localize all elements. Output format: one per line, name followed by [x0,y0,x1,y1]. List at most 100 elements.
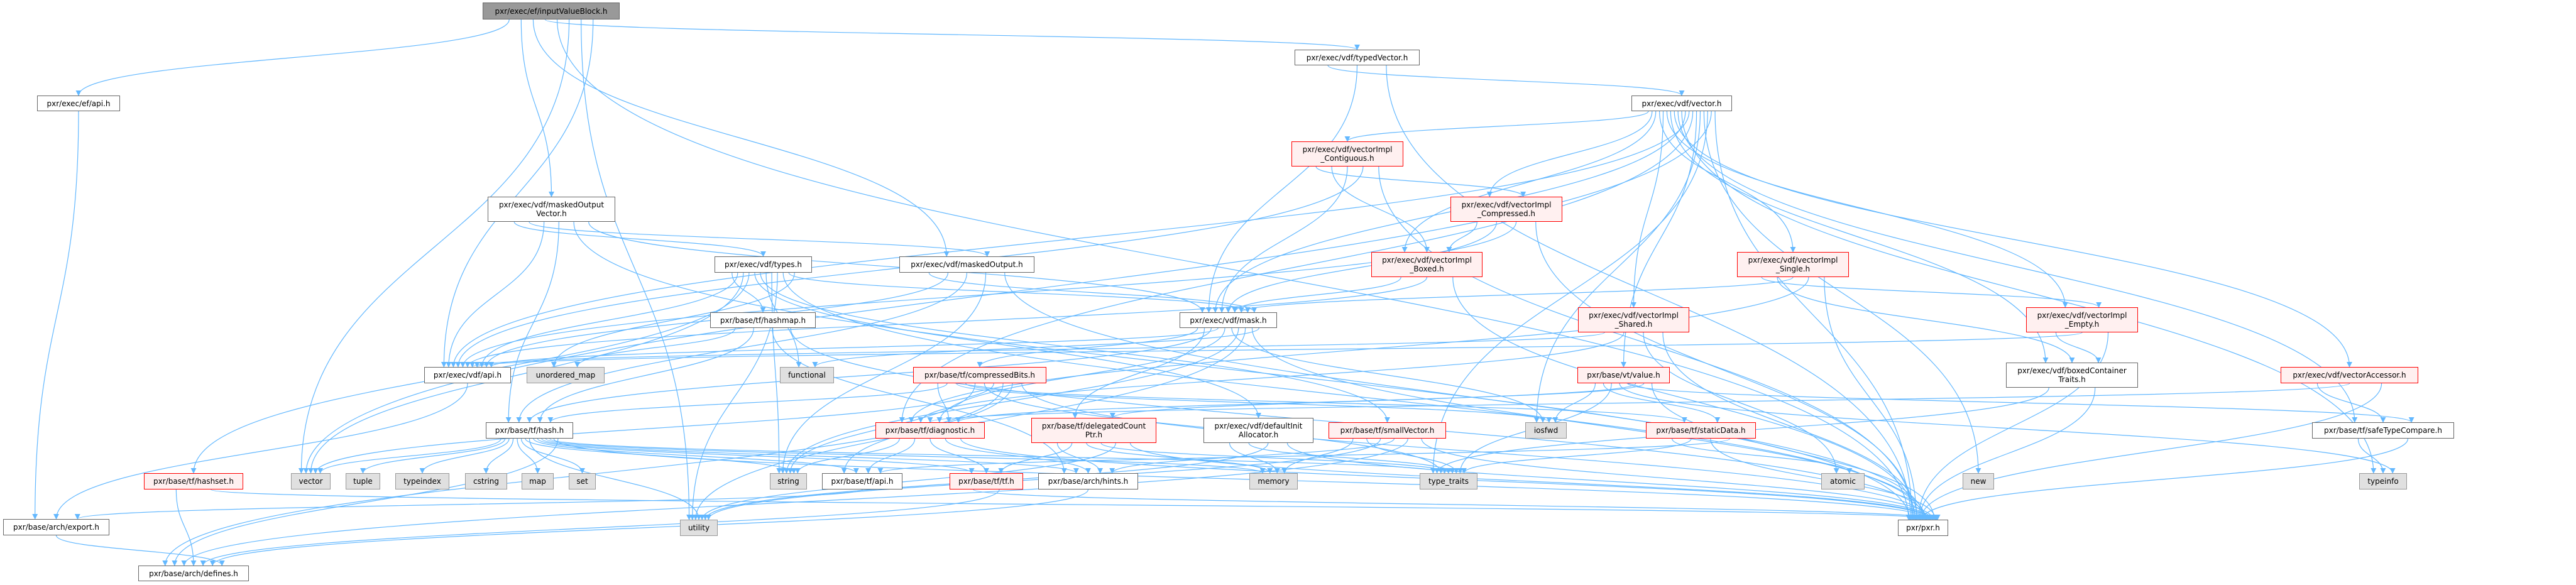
node-boxedcontainertraits-h[interactable]: pxr/exec/vdf/boxedContainer Traits.h [2006,363,2138,388]
node-diagnostic-h[interactable]: pxr/base/tf/diagnostic.h [875,422,985,439]
node-hash-h[interactable]: pxr/base/tf/hash.h [486,422,573,439]
edge-diag-to-tf [929,438,989,474]
edge-value-to-pxr [1651,383,1937,520]
node-defines-h[interactable]: pxr/base/arch/defines.h [138,566,249,581]
node-vectorimpl-empty-h[interactable]: pxr/exec/vdf/vectorImpl _Empty.h [2026,307,2138,332]
node-typeinfo[interactable]: typeinfo [2359,473,2407,489]
edge-mask-to-iosfwd [1231,327,1546,423]
edge-shared-to-atomic [1643,332,1839,474]
edge-mov-to-pxr [573,221,1913,520]
node-string[interactable]: string [770,473,807,489]
edge-dcp-to-hints [1056,442,1104,474]
node-vectorimpl-contiguous-h[interactable]: pxr/exec/vdf/vectorImpl _Contiguous.h [1291,141,1403,167]
edge-cbits-to-iosfwd [956,383,1552,423]
edge-boxed-to-pxr [1452,276,1919,520]
edge-vech-to-pxr [1714,111,1915,520]
edge-hash-to-tf [537,438,975,474]
node-vectorimpl-single-h[interactable]: pxr/exec/vdf/vectorImpl _Single.h [1737,252,1849,277]
node-map[interactable]: map [522,473,554,489]
node-maskedoutput-h[interactable]: pxr/exec/vdf/maskedOutput.h [899,256,1034,273]
edge-cbits-to-static [965,383,1687,423]
edge-mo-to-mask [928,272,1258,313]
node-tf-api-h[interactable]: pxr/base/tf/api.h [822,473,902,489]
edge-vech-to-safe [1677,111,2358,423]
edge-contig-to-boxed [1331,166,1430,253]
node-type-traits[interactable]: type_traits [1420,473,1477,489]
node-hashmap-h[interactable]: pxr/base/tf/hashmap.h [710,312,816,328]
node-typeindex[interactable]: typeindex [395,473,449,489]
node-typedvector-h[interactable]: pxr/exec/vdf/typedVector.h [1295,50,1420,65]
edge-root-to-mov [520,19,554,197]
edge-types-to-dia [754,272,1261,418]
edge-root-to-typedvec [544,19,1360,50]
node-iosfwd[interactable]: iosfwd [1525,422,1567,439]
edge-vdfapi-to-export [53,383,468,520]
edge-vech-to-empty [1666,111,2068,308]
edge-root-to-pxr [556,19,1912,520]
node-vdf-types-h[interactable]: pxr/exec/vdf/types.h [715,256,812,273]
edge-smallvec-to-typetraits [1366,438,1459,474]
edge-hash-to-utility [529,438,702,520]
edge-compr-to-mask [1225,221,1498,313]
edge-hashmap-to-umap [574,327,736,368]
edge-root-to-efapi [75,19,510,96]
node-mask-h[interactable]: pxr/exec/vdf/mask.h [1180,312,1277,328]
node-atomic[interactable]: atomic [1821,473,1865,489]
node-std-vector[interactable]: vector [291,473,331,489]
node-utility[interactable]: utility [680,520,718,536]
node-delegatedcountptr-h[interactable]: pxr/base/tf/delegatedCount Ptr.h [1031,418,1156,443]
edge-dia-to-typetraits [1248,442,1455,474]
node-tuple[interactable]: tuple [346,473,380,489]
edge-types-to-vdfapi [479,272,738,368]
node-defaultinitallocator-h[interactable]: pxr/exec/vdf/defaultInit Allocator.h [1203,418,1313,443]
edge-hashmap-to-hints [772,327,1067,474]
node-tf-h[interactable]: pxr/base/tf/tf.h [950,473,1023,489]
edge-vech-to-shared [1631,111,1664,308]
node-hints-h[interactable]: pxr/base/arch/hints.h [1038,473,1138,489]
node-ef-api-h[interactable]: pxr/exec/ef/api.h [37,96,120,111]
node-set[interactable]: set [569,473,596,489]
node-maskedoutputvector-h[interactable]: pxr/exec/vdf/maskedOutput Vector.h [488,197,615,222]
edge-value-to-typeinfo [1619,383,2396,474]
edge-vech-to-iosfwd [1533,111,1701,423]
edge-dcp-to-utility [699,442,1116,520]
edge-types-to-smallvec [760,272,1390,423]
edge-hash-to-defines [172,438,559,566]
edge-hash-to-typetraits [549,438,1447,474]
edge-compr-to-pxr [1535,221,1917,520]
node-functional[interactable]: functional [780,367,834,383]
node-hashset-h[interactable]: pxr/base/tf/hashset.h [144,473,243,489]
node-unordered-map[interactable]: unordered_map [527,367,605,383]
node-staticdata-h[interactable]: pxr/base/tf/staticData.h [1646,422,1756,439]
node-vt-value-h[interactable]: pxr/base/vt/value.h [1577,367,1670,383]
node-vectorimpl-compressed-h[interactable]: pxr/exec/vdf/vectorImpl _Compressed.h [1450,197,1562,222]
edge-dcp-to-typetraits [1100,442,1452,474]
edge-diag-to-hints [945,438,1091,474]
node-vectorimpl-boxed-h[interactable]: pxr/exec/vdf/vectorImpl _Boxed.h [1371,252,1483,277]
edge-single-to-empty [1761,276,2102,308]
node-new[interactable]: new [1963,473,1994,489]
node-smallvector-h[interactable]: pxr/base/tf/smallVector.h [1329,422,1446,439]
node-vdf-vector-h[interactable]: pxr/exec/vdf/vector.h [1631,96,1732,111]
edge-hash-to-cstring [483,438,514,474]
edge-tf-to-defines [200,489,1000,566]
node-inputvalueblock-h[interactable]: pxr/exec/ef/inputValueBlock.h [483,3,620,19]
edge-dcp-to-tf [998,442,1073,474]
edge-root-to-vector [298,19,570,474]
node-vectorimpl-shared-h[interactable]: pxr/exec/vdf/vectorImpl _Shared.h [1578,307,1689,332]
node-cstring[interactable]: cstring [465,473,507,489]
edge-typedvec-to-pxr [1386,65,1914,520]
node-export-h[interactable]: pxr/base/arch/export.h [3,519,109,535]
node-memory[interactable]: memory [1249,473,1298,489]
edge-vech-to-single [1659,111,1796,253]
edge-types-to-string [771,272,782,474]
node-safetypecompare-h[interactable]: pxr/base/tf/safeTypeCompare.h [2312,422,2454,439]
node-compressedbits-h[interactable]: pxr/base/tf/compressedBits.h [913,367,1046,383]
node-pxr-h[interactable]: pxr/pxr.h [1898,520,1948,536]
node-vdf-api-h[interactable]: pxr/exec/vdf/api.h [424,367,511,383]
edge-hash-to-tfapi [533,438,859,474]
edge-export-to-defines [55,535,225,566]
node-vectoraccessor-h[interactable]: pxr/exec/vdf/vectorAccessor.h [2281,367,2418,383]
edge-efapi-to-export [32,111,79,520]
edge-vacc-to-diag [928,383,2350,423]
